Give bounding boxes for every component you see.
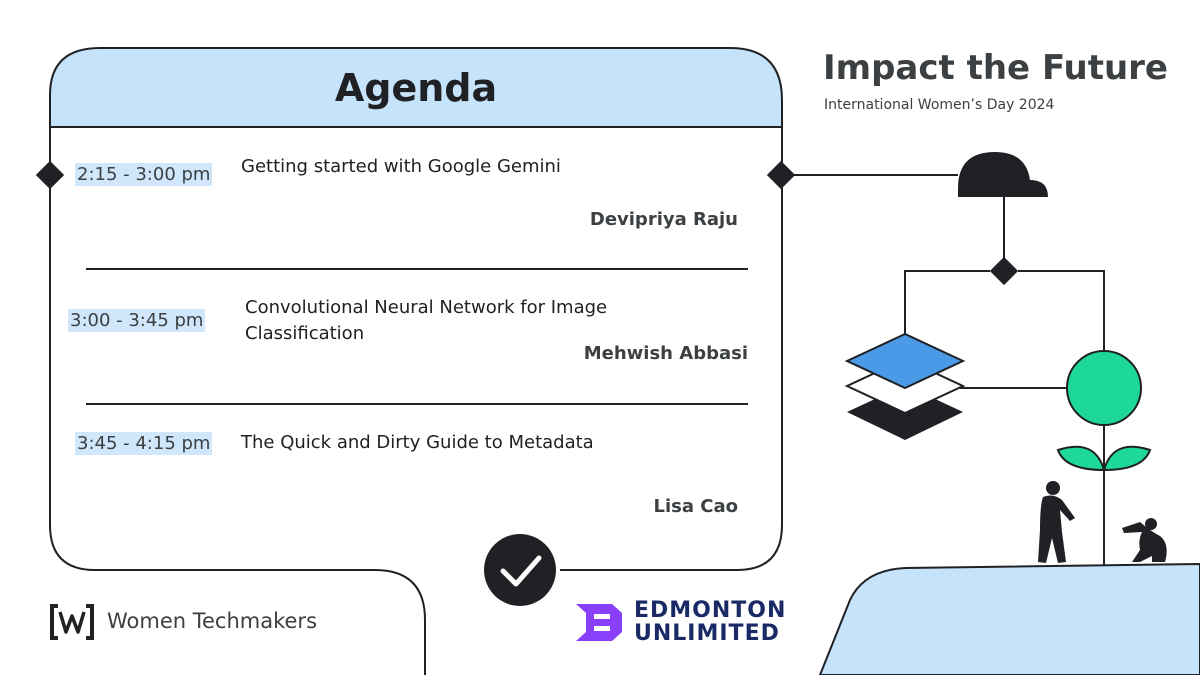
session-time: 3:00 - 3:45 pm (68, 309, 206, 332)
layers-icon (844, 332, 966, 440)
session-speaker: Mehwish Abbasi (583, 343, 748, 364)
session-speaker: Lisa Cao (653, 496, 739, 517)
partner-logo-line2: UNLIMITED (634, 621, 780, 646)
agenda-card-frame (49, 127, 783, 675)
person-standing-icon (1038, 481, 1075, 563)
session-title: Convolutional Neural Network for Image C… (245, 297, 608, 344)
wtm-logo-label: Women Techmakers (107, 609, 318, 633)
edmonton-unlimited-logo-icon (576, 604, 622, 641)
session-title: Getting started with Google Gemini (241, 156, 561, 177)
wtm-logo-icon (50, 604, 94, 640)
session-speaker: Devipriya Raju (589, 209, 738, 230)
checkmark-icon (484, 534, 556, 606)
cloud-icon (958, 152, 1048, 197)
session-time: 2:15 - 3:00 pm (75, 163, 213, 186)
event-subheadline: International Women’s Day 2024 (824, 97, 1055, 113)
partner-logo-line1: EDMONTON (634, 598, 787, 623)
agenda-title: Agenda (334, 66, 498, 110)
plant-icon (1056, 350, 1152, 472)
person-crouching-icon (1122, 518, 1167, 562)
diamond-marker (989, 256, 1019, 286)
session-time: 3:45 - 4:15 pm (75, 432, 213, 455)
ground-panel (818, 562, 1200, 675)
session-title: The Quick and Dirty Guide to Metadata (241, 432, 594, 453)
diamond-marker (35, 160, 65, 190)
agenda-header-panel (49, 47, 783, 128)
illustration-connectors (781, 174, 1105, 570)
event-headline: Impact the Future (823, 48, 1168, 88)
